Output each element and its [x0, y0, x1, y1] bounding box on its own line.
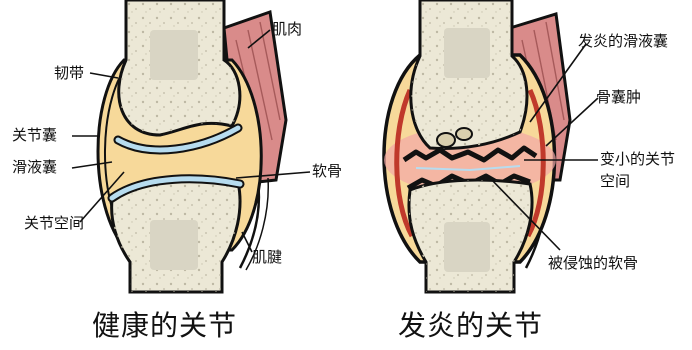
- label-narrowed-joint-space: 变小的关节空间: [600, 148, 680, 192]
- label-muscle: 肌肉: [272, 22, 302, 37]
- label-tendon: 肌腱: [252, 250, 282, 265]
- label-synovial-sac: 滑液囊: [12, 160, 57, 175]
- label-eroded-cartilage: 被侵蚀的软骨: [548, 256, 638, 271]
- label-bone-cyst: 骨囊肿: [596, 90, 641, 105]
- caption-healthy-joint: 健康的关节: [92, 312, 237, 340]
- label-joint-capsule: 关节囊: [12, 128, 57, 143]
- label-joint-space: 关节空间: [24, 216, 84, 231]
- label-inflamed-synovium: 发炎的滑液囊: [578, 34, 668, 49]
- label-cartilage: 软骨: [312, 164, 342, 179]
- bone-cyst: [456, 128, 472, 140]
- bone-cyst: [437, 133, 455, 147]
- caption-inflamed-joint: 发炎的关节: [398, 312, 543, 340]
- label-ligament: 韧带: [54, 66, 84, 81]
